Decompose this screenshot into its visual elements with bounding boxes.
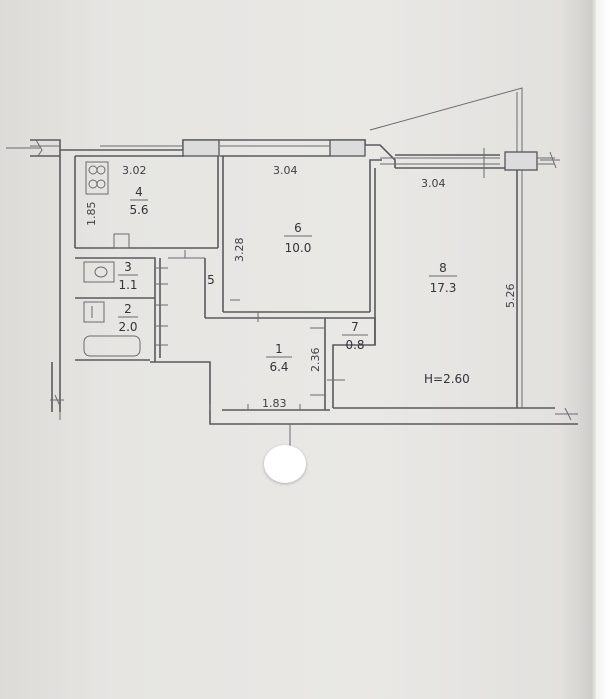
room-8-area: 17.3 xyxy=(430,281,457,295)
dim-room6-depth: 3.28 xyxy=(233,238,246,263)
room-4-area: 5.6 xyxy=(129,203,148,217)
room-5-number: 5 xyxy=(207,273,215,287)
room-3-number: 3 xyxy=(124,260,132,274)
room-6-number: 6 xyxy=(294,221,302,235)
room-7-area: 0.8 xyxy=(345,338,364,352)
room-1-number: 1 xyxy=(275,342,283,356)
page-edge xyxy=(596,0,610,699)
ceiling-height: H=2.60 xyxy=(424,372,470,386)
room-1-area: 6.4 xyxy=(269,360,288,374)
dim-hall-depth: 2.36 xyxy=(309,348,322,373)
dim-room8-width: 3.04 xyxy=(421,177,446,190)
interior-walls xyxy=(75,156,376,410)
sink-icon xyxy=(113,233,130,249)
room-labels: 4 5.6 6 10.0 8 17.3 3 1.1 2 2.0 5 1 6.4 … xyxy=(118,185,457,374)
dim-entrance-width: 1.83 xyxy=(262,397,287,410)
room-8-number: 8 xyxy=(439,261,447,275)
dim-kitchen-width: 3.02 xyxy=(122,164,147,177)
dim-kitchen-depth: 1.85 xyxy=(85,202,98,227)
room-6-area: 10.0 xyxy=(285,241,312,255)
room-2-number: 2 xyxy=(124,302,132,316)
room-3-area: 1.1 xyxy=(118,278,137,292)
outer-walls xyxy=(30,87,578,425)
dim-room6-width: 3.04 xyxy=(273,164,298,177)
location-marker[interactable] xyxy=(264,445,306,483)
dimension-labels: 3.02 3.04 3.04 1.85 3.28 5.26 2.36 1.83 … xyxy=(85,164,517,410)
bathtub-icon xyxy=(83,335,141,357)
room-2-area: 2.0 xyxy=(118,320,137,334)
dim-room8-depth: 5.26 xyxy=(504,284,517,309)
room-4-number: 4 xyxy=(135,185,143,199)
break-marks xyxy=(6,139,578,446)
washbasin-icon xyxy=(83,301,105,323)
toilet-icon xyxy=(83,261,115,283)
room-7-number: 7 xyxy=(351,320,359,334)
fixtures xyxy=(83,161,141,357)
windows xyxy=(30,139,555,171)
stove-icon xyxy=(85,161,109,195)
